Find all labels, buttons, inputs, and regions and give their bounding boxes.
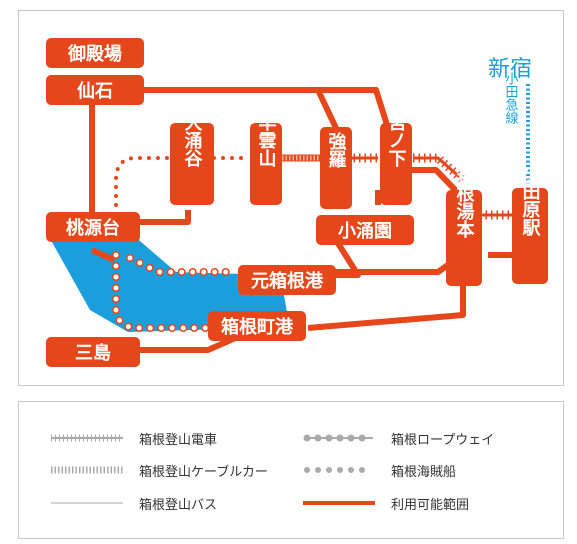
label-togendai: 桃源台 xyxy=(66,217,120,239)
range-swatch-icon xyxy=(303,501,375,505)
station-souunzan xyxy=(250,123,282,205)
legend-label-ropeway: 箱根ロープウェイ xyxy=(391,432,495,448)
label-shinjuku: 新宿 xyxy=(488,57,532,82)
ropeway-swatch-icon xyxy=(303,434,377,442)
railway-line xyxy=(348,153,512,220)
station-kowakien xyxy=(316,215,414,245)
ropeway-line xyxy=(114,156,252,207)
pirate-ship-line-inner xyxy=(113,252,231,331)
station-odawara xyxy=(512,188,548,284)
label-owakudani: 大涌谷 xyxy=(182,112,203,168)
label-hakonemachi: 箱根町港 xyxy=(221,316,294,338)
legend-label-ship: 箱根海賊船 xyxy=(391,464,457,480)
legend-item-bus: 箱根登山バス xyxy=(49,493,217,513)
station-hakone-yumoto xyxy=(446,190,482,286)
station-togendai xyxy=(46,212,140,242)
station-miyanoshita xyxy=(380,123,412,205)
legend-label-railway: 箱根登山電車 xyxy=(139,432,218,448)
label-gotemba: 御殿場 xyxy=(67,43,122,65)
station-motohakone xyxy=(238,265,336,295)
station-gora xyxy=(320,127,352,209)
station-sengoku xyxy=(46,75,144,105)
label-odakyu-line: 小田急線 xyxy=(503,72,519,124)
legend-panel: 箱根登山電車 箱根登山ケーブルカー 箱根登山バス 箱根ロープウェイ 箱根海賊船 … xyxy=(18,401,564,539)
label-hakone-yumoto: 箱根湯本 xyxy=(454,165,475,239)
station-mishima xyxy=(46,337,140,367)
legend-item-ropeway: 箱根ロープウェイ xyxy=(301,428,494,448)
label-sengoku: 仙石 xyxy=(77,80,113,102)
ship-swatch-icon xyxy=(304,467,376,473)
legend-item-range: 利用可能範囲 xyxy=(301,493,469,513)
station-owakudani xyxy=(170,123,214,205)
station-boxes xyxy=(46,38,548,367)
cable-car-swatch-icon xyxy=(51,466,123,474)
legend-item-cable-car: 箱根登山ケーブルカー xyxy=(49,460,268,480)
legend-item-ship: 箱根海賊船 xyxy=(301,460,456,480)
railway-swatch-icon xyxy=(51,434,123,442)
label-mishima: 三島 xyxy=(75,342,111,364)
label-gora: 強羅 xyxy=(326,131,347,169)
label-miyanoshita: 宮ノ下 xyxy=(386,112,407,168)
legend-label-cable-car: 箱根登山ケーブルカー xyxy=(139,464,268,480)
cable-car-line xyxy=(282,154,320,162)
station-hakonemachi xyxy=(208,311,306,341)
label-odawara: 小田原駅 xyxy=(520,164,542,237)
route-map: 御殿場 仙石 桃源台 三島 大涌谷 早雲山 強羅 宮ノ下 小涌園 箱根湯本 小田… xyxy=(46,38,548,367)
legend-item-railway: 箱根登山電車 xyxy=(49,428,217,448)
legend-label-bus: 箱根登山バス xyxy=(139,497,218,513)
label-motohakone: 元箱根港 xyxy=(251,270,324,292)
station-gotemba xyxy=(46,38,144,68)
legend-label-range: 利用可能範囲 xyxy=(391,497,470,513)
label-souunzan: 早雲山 xyxy=(256,113,277,168)
label-kowakien: 小涌園 xyxy=(338,221,392,242)
bus-swatch-icon xyxy=(51,502,123,504)
